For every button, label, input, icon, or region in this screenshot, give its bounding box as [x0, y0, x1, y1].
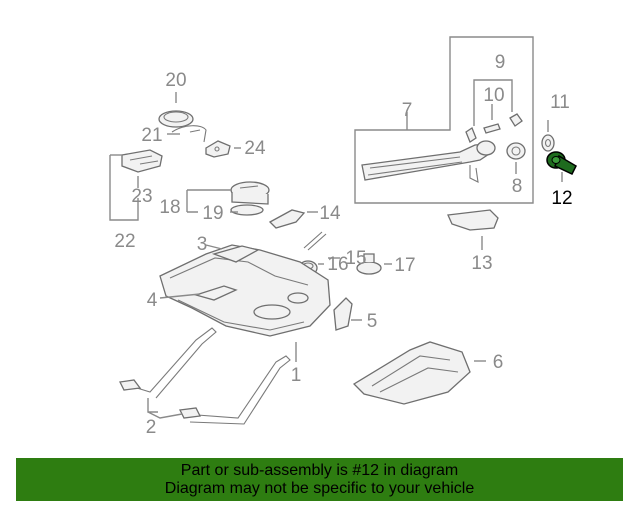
leader-lines [109, 79, 563, 419]
callout-9: 9 [495, 52, 506, 73]
valve-part-17 [356, 253, 382, 275]
callout-22: 22 [114, 231, 135, 252]
clip-part-10 [465, 113, 523, 143]
pump-part-18 [230, 181, 270, 205]
callout-21: 21 [141, 125, 162, 146]
callout-1: 1 [291, 365, 302, 386]
retainer-part-21 [171, 125, 207, 143]
callout-15: 15 [345, 248, 366, 269]
filler-pipe-part [361, 140, 496, 183]
fuel-cap-part-12 [546, 151, 577, 175]
straps-part-2 [119, 327, 291, 425]
pump-base-part-19 [230, 204, 264, 216]
callout-12: 12 [551, 188, 572, 209]
ring-part-20 [158, 110, 194, 128]
callout-18: 18 [159, 197, 180, 218]
banner-line-part: Part or sub-assembly is #12 in diagram [180, 462, 459, 479]
callout-8: 8 [512, 176, 523, 197]
filler-pipe-inset-box [354, 36, 534, 204]
callout-7: 7 [402, 100, 413, 121]
callout-20: 20 [165, 70, 186, 91]
banner-line-disclaimer: Diagram may not be specific to your vehi… [164, 480, 475, 497]
callout-23: 23 [131, 186, 152, 207]
callout-11: 11 [550, 92, 570, 113]
filler-gasket-part [506, 142, 526, 160]
bracket-part-5 [333, 297, 353, 331]
callout-14: 14 [319, 203, 341, 224]
callout-6: 6 [493, 352, 504, 373]
fuel-tank-part-1 [159, 244, 331, 337]
cover-part-6 [352, 341, 471, 405]
callout-5: 5 [367, 311, 378, 332]
plate-part-24 [205, 140, 231, 158]
callout-2: 2 [146, 417, 157, 438]
sender-part-23 [121, 149, 163, 173]
protector-part-13 [447, 209, 499, 231]
info-banner: Part or sub-assembly is #12 in diagram D… [16, 458, 623, 501]
callout-19: 19 [202, 203, 223, 224]
callout-10: 10 [483, 85, 504, 106]
callout-4: 4 [147, 290, 158, 311]
callout-17: 17 [394, 255, 415, 276]
callout-13: 13 [471, 253, 492, 274]
hose-part-15 [303, 231, 327, 251]
callout-24: 24 [244, 138, 266, 159]
callout-16: 16 [327, 254, 348, 275]
bracket-part-14 [268, 209, 306, 229]
callout-3: 3 [197, 234, 208, 255]
washer-part-11 [541, 134, 555, 152]
